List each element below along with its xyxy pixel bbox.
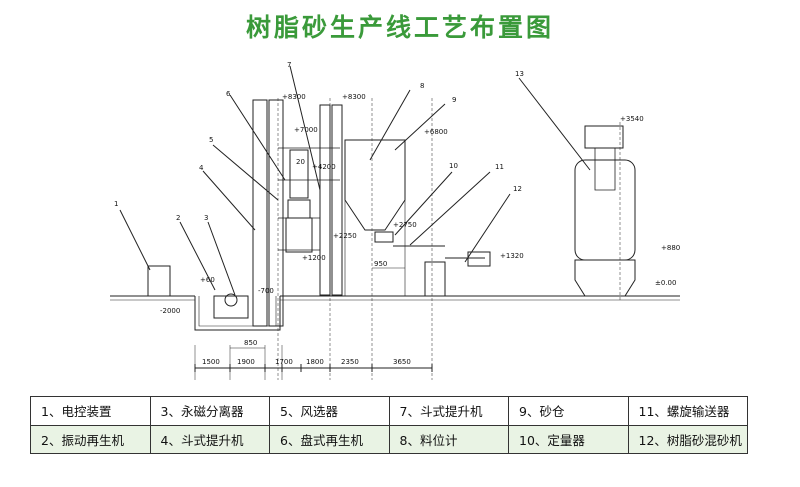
callout-10: 10 (449, 162, 458, 170)
legend-cell: 6、盘式再生机 (269, 424, 390, 454)
elevation-label: +2750 (393, 221, 417, 229)
legend-cell: 10、定量器 (508, 424, 629, 454)
bottom-dim-label: 3650 (393, 358, 411, 366)
page-title: 树脂砂生产线工艺布置图 (245, 13, 554, 42)
elevation-label: +1200 (302, 254, 326, 262)
elevation-label: +8300 (342, 93, 366, 101)
legend-cell: 3、永磁分离器 (149, 396, 270, 426)
elevation-label: +880 (661, 244, 680, 252)
elevation-label: +60 (200, 276, 215, 284)
legend-cell: 2、振动再生机 (30, 424, 151, 454)
callout-7: 7 (287, 61, 291, 69)
legend-cell: 5、风选器 (269, 396, 390, 426)
elevation-label: ±0.00 (655, 279, 676, 287)
bottom-dim-label: 1800 (306, 358, 324, 366)
legend-cell: 12、树脂砂混砂机 (627, 424, 748, 454)
callout-9: 9 (452, 96, 456, 104)
elevation-label: +1320 (500, 252, 524, 260)
bottom-dim-label: 850 (244, 339, 257, 347)
bottom-dim-label: 1900 (237, 358, 255, 366)
elevation-label: +6800 (424, 128, 448, 136)
legend-cell: 4、斗式提升机 (149, 424, 270, 454)
elevation-label: +8300 (282, 93, 306, 101)
elevation-label: -700 (258, 287, 274, 295)
callout-6: 6 (226, 90, 231, 98)
callout-2: 2 (176, 214, 180, 222)
legend-cell: 9、砂仓 (508, 396, 629, 426)
inline-dim-label: 20 (296, 158, 305, 166)
legend-cell: 8、料位计 (388, 424, 509, 454)
bottom-dim-label: 2350 (341, 358, 359, 366)
bottom-dim-label: 1700 (275, 358, 293, 366)
callout-3: 3 (204, 214, 208, 222)
elevation-label: -2000 (160, 307, 180, 315)
callout-12: 12 (513, 185, 522, 193)
callout-1: 1 (114, 200, 118, 208)
legend-cell: 11、螺旋输送器 (627, 396, 748, 426)
callout-5: 5 (209, 136, 213, 144)
elevation-label: +4200 (312, 163, 336, 171)
inline-dim-label: 950 (374, 260, 387, 268)
elevation-label: +2250 (333, 232, 357, 240)
callout-4: 4 (199, 164, 204, 172)
legend-cell: 1、电控装置 (30, 396, 151, 426)
legend-row: 1、电控装置 3、永磁分离器 5、风选器 7、斗式提升机 9、砂仓 11、螺旋输… (30, 396, 748, 426)
legend-cell: 7、斗式提升机 (388, 396, 509, 426)
control-cabinet-shape (147, 265, 171, 297)
callout-11: 11 (495, 163, 504, 171)
callout-8: 8 (420, 82, 424, 90)
legend-table: 1、电控装置 3、永磁分离器 5、风选器 7、斗式提升机 9、砂仓 11、螺旋输… (30, 396, 748, 454)
elevation-label: +7000 (294, 126, 318, 134)
bottom-dim-label: 1500 (202, 358, 220, 366)
elevation-label: +3540 (620, 115, 644, 123)
callout-13: 13 (515, 70, 524, 78)
legend-row: 2、振动再生机 4、斗式提升机 6、盘式再生机 8、料位计 10、定量器 12、… (30, 424, 748, 454)
